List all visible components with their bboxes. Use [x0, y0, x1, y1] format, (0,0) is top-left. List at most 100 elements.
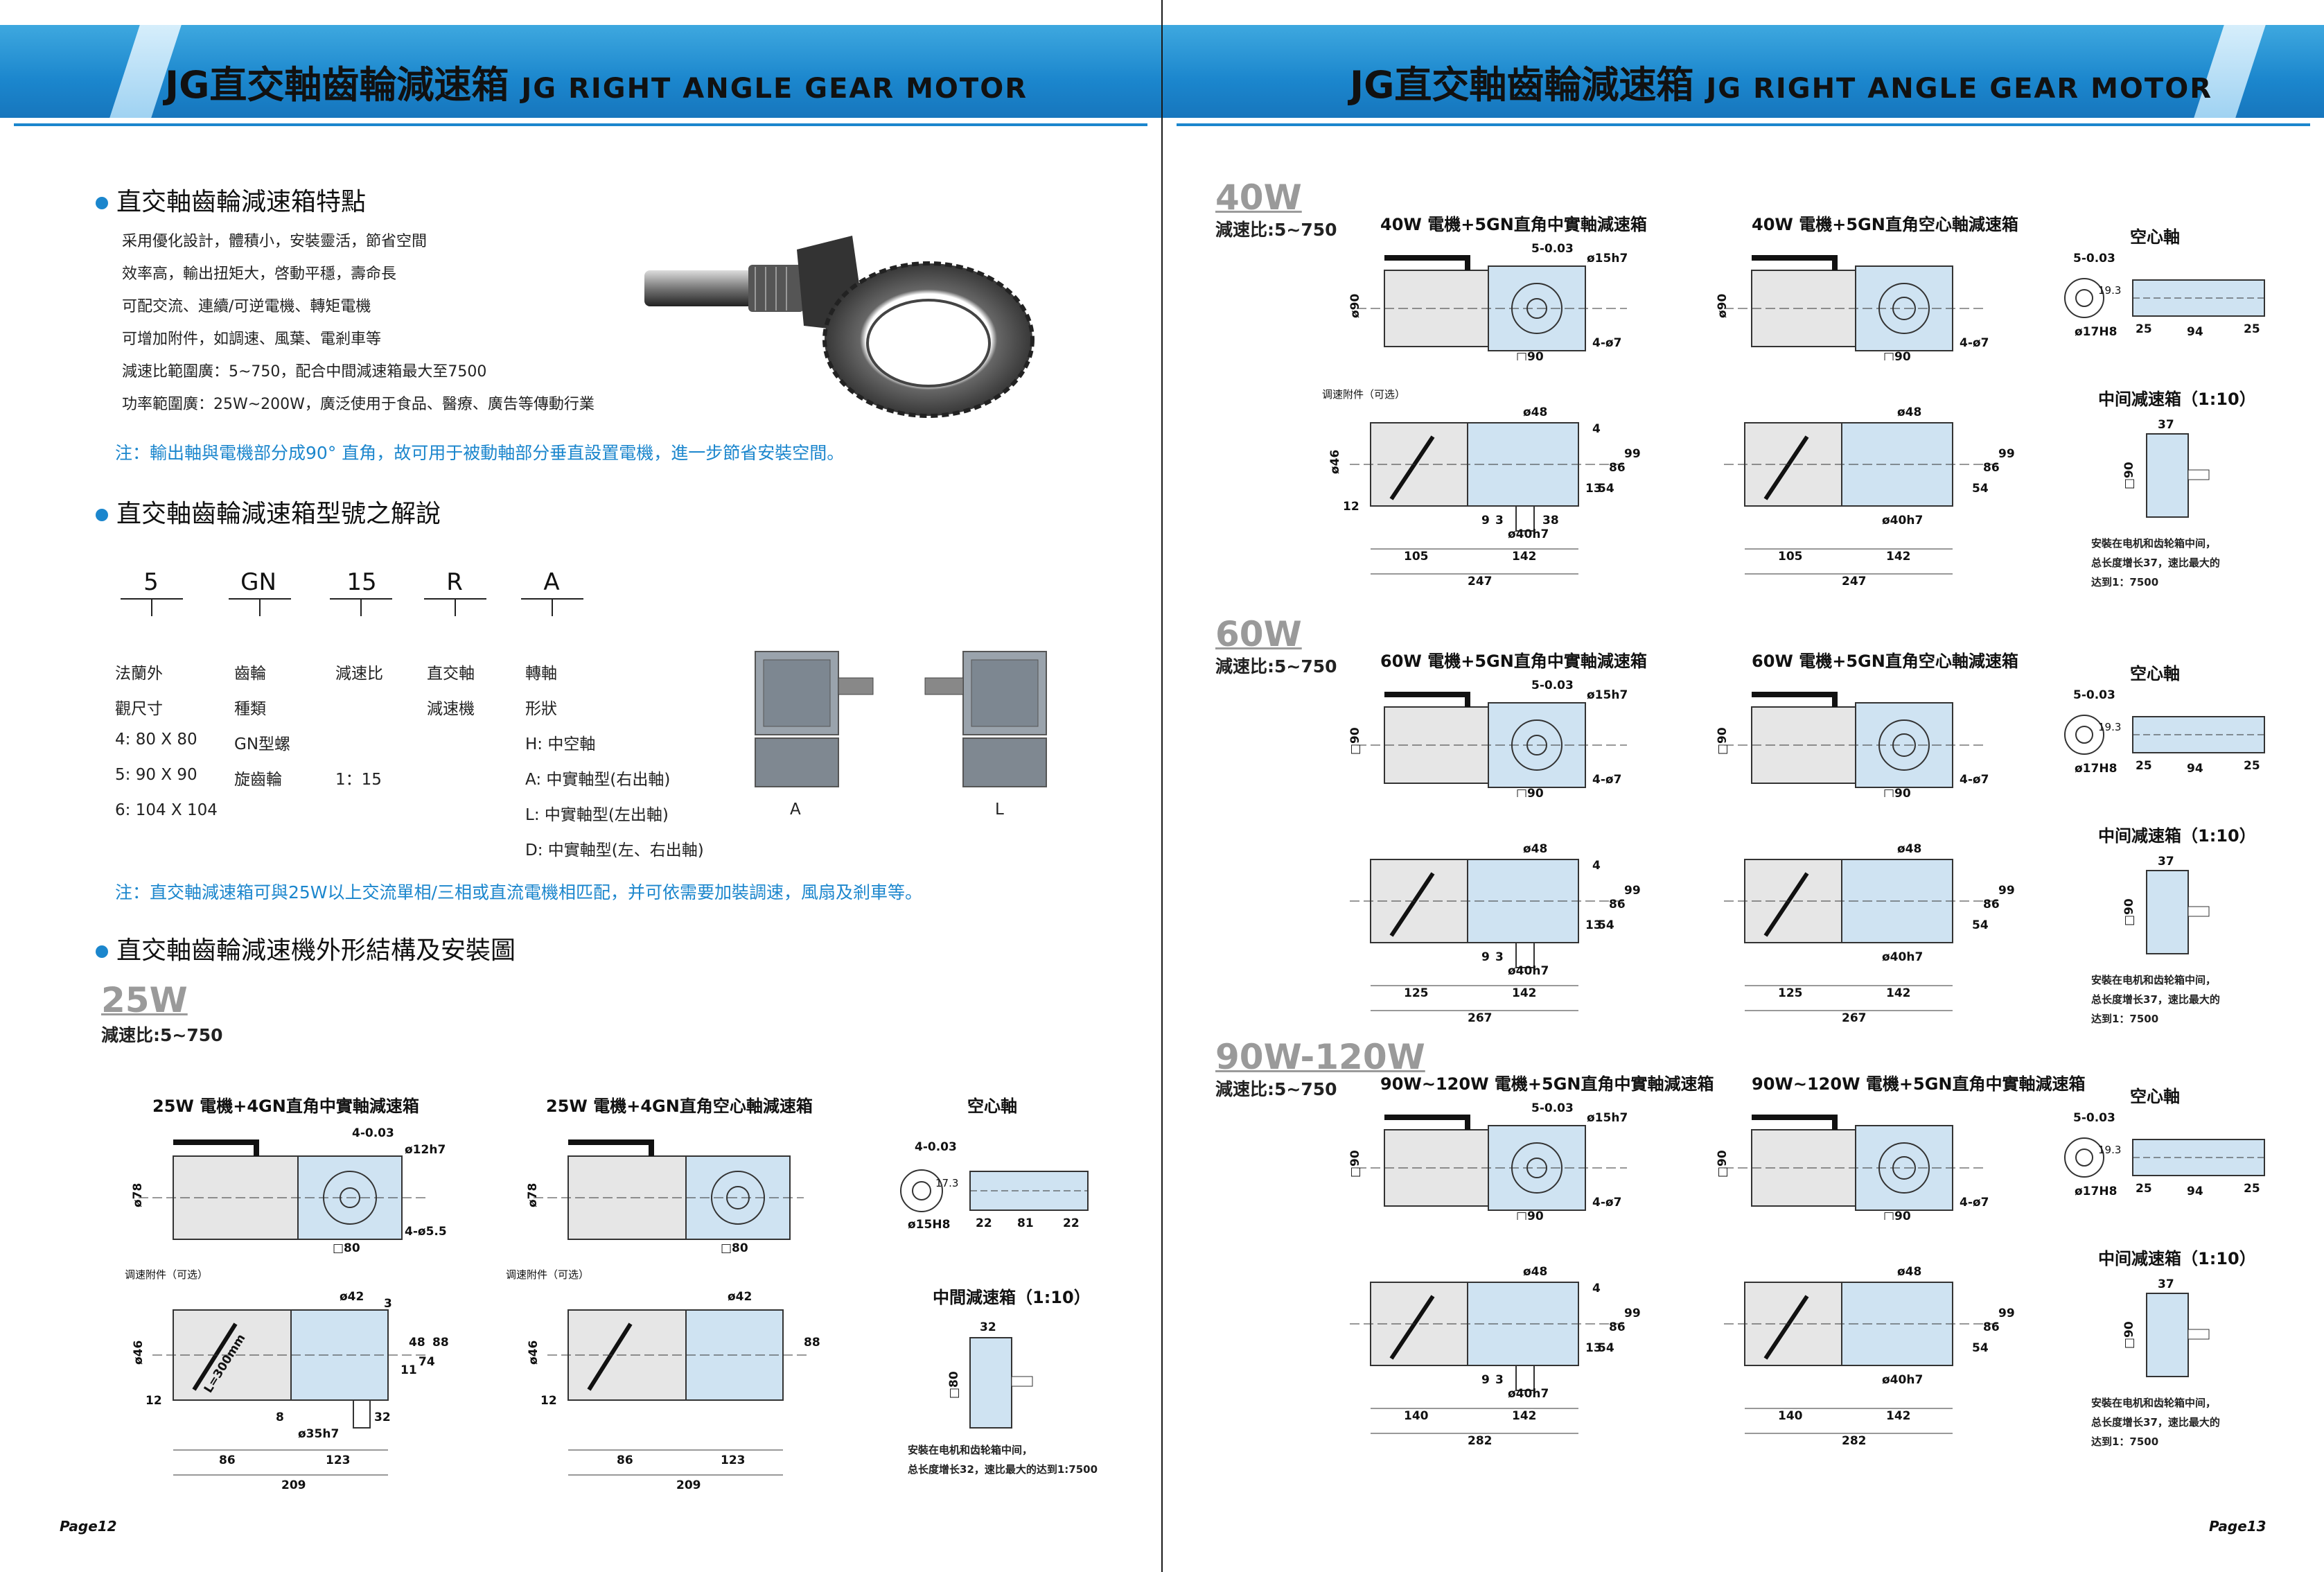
dim-shaft: ø12h7	[405, 1143, 446, 1157]
dim-total: 282	[1468, 1434, 1493, 1448]
dim-h54: 54	[1598, 918, 1614, 932]
col1-line: 5: 90 X 90	[115, 766, 197, 784]
dim-d48: ø48	[1523, 405, 1547, 419]
dim-sq: □80	[333, 1241, 360, 1255]
dim-shaft: ø15h7	[1587, 1111, 1628, 1125]
mid-box-title: 中间减速箱（1:10）	[2098, 826, 2256, 846]
bullet-dot	[96, 509, 108, 521]
dim-hsk: 19.3	[2098, 721, 2121, 733]
dim-sq: □90	[1516, 1209, 1544, 1220]
dim-h13: 13	[1585, 1341, 1602, 1355]
diagram-title: 90W~120W 電機+5GN直角中實軸減速箱	[1752, 1074, 2086, 1094]
page-number: Page12	[60, 1518, 117, 1535]
dim-total: 267	[1842, 1011, 1867, 1025]
dim-h9: 9	[1481, 950, 1490, 964]
feature-item: 功率範圍廣：25W~200W，廣泛使用于食品、醫療、廣告等傳動行業	[122, 396, 595, 413]
dim-acc: 调速附件（可选）	[125, 1268, 208, 1281]
feature-item: 采用優化設計，體積小，安裝靈活，節省空間	[122, 233, 428, 250]
dim-h86: 86	[1983, 898, 2000, 911]
dim-a1: 105	[1778, 550, 1803, 564]
code-tick	[259, 598, 261, 616]
dim-d40: ø40h7	[1882, 1373, 1923, 1387]
dim-hsk: 19.3	[2098, 284, 2121, 297]
hollow-shaft-title: 空心軸	[2130, 227, 2180, 247]
col4-line: 減速機	[427, 700, 475, 718]
power-label: 60W	[1215, 614, 1302, 654]
dim-d48: ø48	[1897, 405, 1921, 419]
dim-key: 5-0.03	[2073, 1111, 2115, 1125]
dim-d40: ø40h7	[1882, 514, 1923, 527]
dim-hole: 4-ø7	[1592, 773, 1621, 787]
page-divider	[1161, 0, 1163, 1572]
dim-hsc: 25	[2244, 759, 2260, 773]
feature-item: 效率高，輸出扭矩大，啓動平穩，壽命長	[122, 265, 397, 283]
dim-d46: ø46	[1328, 450, 1342, 474]
code-tick	[552, 598, 553, 616]
ratio-label: 減速比:5~750	[1215, 656, 1337, 676]
dim-hsd: ø17H8	[2075, 762, 2117, 776]
dim-a1: 140	[1778, 1409, 1803, 1423]
dim-h54: 54	[1972, 482, 1989, 496]
dim-flange: □90	[1348, 727, 1362, 755]
col3-line: 1：15	[335, 771, 382, 789]
hollow-shaft-title: 空心軸	[2130, 1087, 2180, 1106]
dim-mid-d: □90	[2122, 1321, 2136, 1349]
dim-key: 5-0.03	[2073, 252, 2115, 265]
dim-total: 247	[1842, 575, 1867, 588]
page-number: Page13	[2209, 1518, 2266, 1535]
dim-h13: 13	[1585, 482, 1602, 496]
dim-a2: 142	[1512, 550, 1537, 564]
col1-line: 觀尺寸	[115, 700, 163, 718]
dim-key: 5-0.03	[2073, 688, 2115, 702]
motor-top-view: ø90 ø15h7 5-0.03 □90 4-ø7	[1348, 243, 1628, 360]
ratio-label: 減速比:5~750	[101, 1025, 223, 1045]
code-shape: A	[543, 568, 560, 596]
dim-d48: ø48	[1897, 842, 1921, 856]
dim-d42: ø42	[340, 1290, 364, 1304]
col1-line: 6: 104 X 104	[115, 801, 218, 819]
shape-a-label: A	[790, 801, 801, 819]
dim-sq: □90	[1883, 787, 1911, 797]
col5-line: 轉軸	[525, 665, 557, 683]
dim-hole: 4-ø5.5	[405, 1225, 447, 1239]
power-label: 90W-120W	[1215, 1037, 1425, 1077]
dim-hsk: 19.3	[2098, 1144, 2121, 1156]
dim-sq: □90	[1516, 787, 1544, 797]
dim-d48: ø48	[1897, 1265, 1921, 1279]
motor-top-view: □90 ø15h7 5-0.03 □90 4-ø7	[1348, 1102, 1628, 1220]
dim-h86: 86	[1609, 461, 1626, 475]
mid-box-caption: 安裝在电机和齿轮箱中间， 总长度增长37，速比最大的 达到1：7500	[2091, 537, 2220, 588]
features-title: 直交軸齒輪減速箱特點	[96, 182, 366, 218]
dim-h86: 86	[1609, 1320, 1626, 1334]
model-note: 注：直交軸減速箱可與25W以上交流單相/三相或直流電機相匹配，并可依需要加裝調速…	[115, 882, 922, 902]
mid-box-title: 中間減速箱（1:10）	[933, 1288, 1091, 1307]
hollow-top-view: □90 □90 4-ø7	[1716, 692, 1989, 797]
diagram-title: 25W 電機+4GN直角中實軸減速箱	[152, 1097, 419, 1116]
mid-box-diagram: 37 □90	[2122, 1277, 2210, 1377]
dim-sq: □90	[1883, 350, 1911, 360]
dim-hsd: ø17H8	[2075, 1185, 2117, 1198]
dim-d40: ø40h7	[1508, 527, 1549, 541]
code-tick	[360, 598, 362, 616]
col5-line: A: 中實軸型(右出軸)	[525, 771, 671, 789]
dim-h11: 11	[400, 1363, 417, 1377]
code-axis: R	[446, 568, 463, 596]
dim-shaft: ø15h7	[1587, 252, 1628, 265]
dim-h99: 99	[1998, 1307, 2015, 1320]
dim-flange: ø78	[526, 1183, 540, 1207]
dim-hsa: 25	[2136, 759, 2152, 773]
motor-side-view: 调速附件（可选） ø46 ø48 ø40h7 12 105 142 247 13…	[1322, 388, 1641, 588]
dim-shaft: ø15h7	[1587, 688, 1628, 702]
dim-d35: ø35h7	[298, 1427, 339, 1441]
hollow-side-view: ø48 ø40h7 140 142 282 54 86 99	[1724, 1265, 2015, 1448]
hollow-shaft-title: 空心軸	[967, 1097, 1017, 1116]
dim-a2: 142	[1886, 550, 1911, 564]
col2-line: 種類	[234, 700, 266, 718]
dim-h54: 54	[1598, 1341, 1614, 1355]
features-note: 注：輸出軸與電機部分成90° 直角，故可用于被動軸部分垂直設置電機，進一步節省安…	[115, 443, 845, 463]
hollow-side-view: ø48 ø40h7 125 142 267 54 86 99	[1724, 842, 2015, 1025]
